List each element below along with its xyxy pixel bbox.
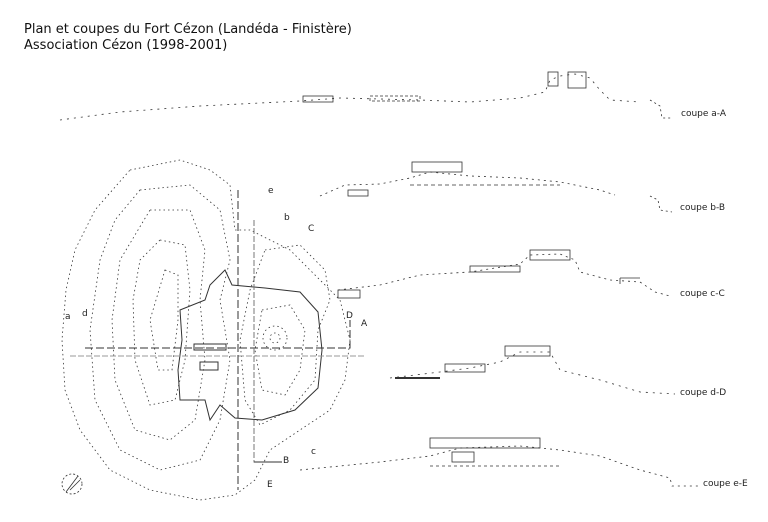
section-label-e-E: coupe e-E [703,479,748,489]
fort-walls [177,269,323,422]
site-plan [61,159,351,501]
section-profile-b-B [319,161,673,213]
section-profile-a-A [59,71,672,121]
section-profile-d-D [389,345,676,395]
plan-letter-c: c [311,447,316,457]
plan-letter-E: E [267,480,273,490]
section-lines [70,190,365,490]
plan-letter-C: C [308,224,315,234]
plan-letter-b: b [284,213,290,223]
section-label-b-B: coupe b-B [680,203,726,213]
section-label-d-D: coupe d-D [680,388,727,398]
section-profile-c-C [337,249,671,299]
drawing-title: Plan et coupes du Fort Cézon (Landéda - … [24,22,352,37]
north-arrow-icon [61,473,83,495]
section-profile-e-E [299,437,700,487]
plan-letter-e: e [268,186,274,196]
plan-letter-D: D [346,311,353,321]
plan-letter-B: B [283,456,290,466]
section-label-a-A: coupe a-A [681,109,726,119]
drawing-subtitle: Association Cézon (1998-2001) [24,38,228,53]
section-label-c-C: coupe c-C [680,289,725,299]
plan-letter-a: a [65,312,71,322]
plan-letter-d: d [82,309,88,319]
plan-letter-A: A [361,319,368,329]
